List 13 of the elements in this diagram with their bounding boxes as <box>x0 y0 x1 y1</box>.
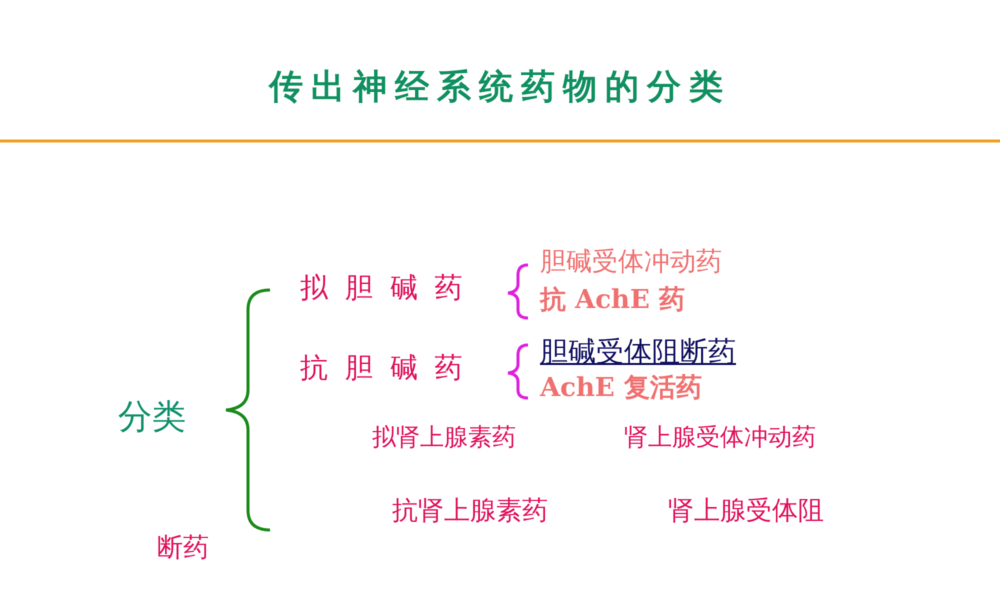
item-label: 肾上腺受体阻 <box>668 497 824 527</box>
item-label: 胆碱受体冲动药 <box>540 248 722 278</box>
category-label: 分类 <box>118 398 186 438</box>
item-label: 抗 AchE 药 <box>540 286 685 316</box>
title: 传出神经系统药物的分类 <box>267 68 732 108</box>
item-label: 肾上腺受体冲动药 <box>624 424 816 452</box>
item-label: AchE 复活药 <box>540 374 702 404</box>
item-label: 胆碱受体阻断药 <box>540 336 736 368</box>
item-label: 断药 <box>157 534 209 564</box>
group-label: 抗 胆 碱 药 <box>300 352 463 384</box>
group-label: 抗肾上腺素药 <box>392 497 548 527</box>
group-label: 拟肾上腺素药 <box>372 424 516 452</box>
group-label: 拟 胆 碱 药 <box>300 272 463 304</box>
